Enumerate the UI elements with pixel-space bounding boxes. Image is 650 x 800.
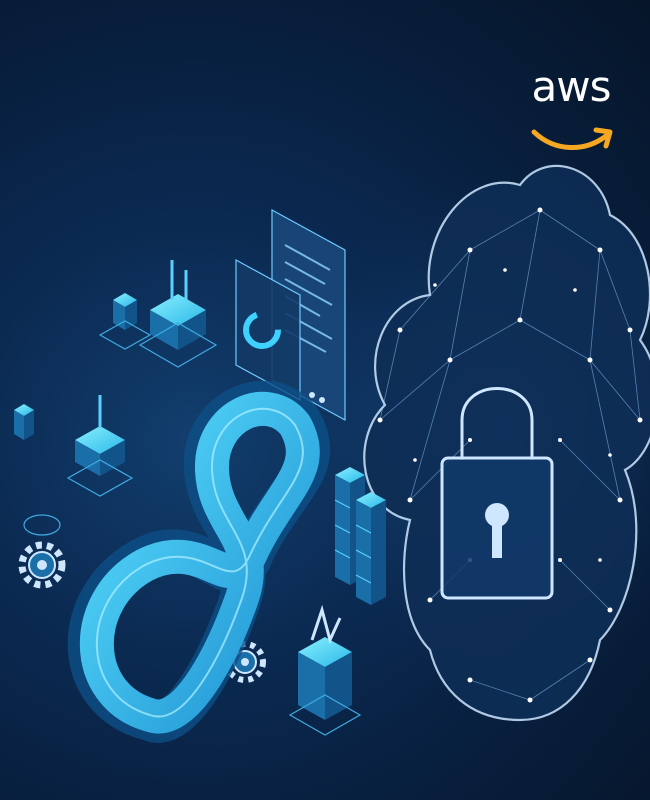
aws-smile-icon (531, 127, 613, 150)
aws-logo: aws (528, 62, 614, 178)
aws-logo-text: aws (531, 62, 612, 111)
padlock-icon (440, 387, 554, 600)
